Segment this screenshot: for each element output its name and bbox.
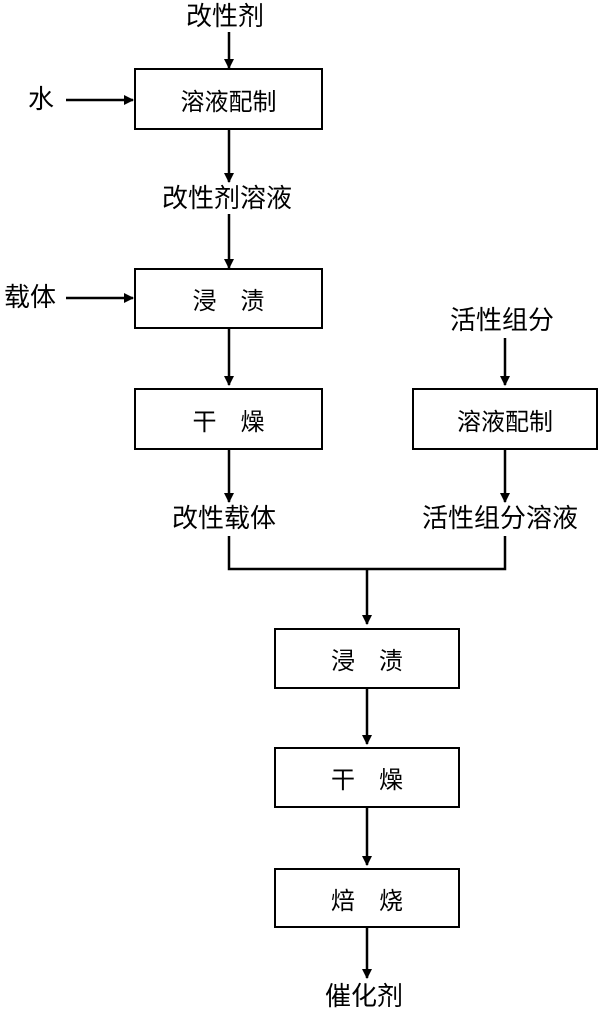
- label-catalyst: 催化剂: [325, 982, 403, 1012]
- box-solution-prep-2: 溶液配制: [412, 388, 598, 450]
- label-modifier: 改性剂: [186, 2, 264, 32]
- label-modified-carrier: 改性载体: [172, 504, 276, 534]
- box-drying-1: 干 燥: [134, 388, 323, 450]
- label-active-component-solution: 活性组分溶液: [422, 504, 578, 534]
- label-active-component: 活性组分: [450, 306, 554, 336]
- merge-connector: [229, 536, 505, 569]
- box-drying-2-label: 干 燥: [331, 760, 403, 795]
- box-drying-2: 干 燥: [274, 747, 460, 808]
- box-calcination: 焙 烧: [274, 868, 460, 928]
- box-calcination-label: 焙 烧: [331, 881, 403, 916]
- label-modifier-solution: 改性剂溶液: [162, 184, 292, 214]
- box-impregnation-1-label: 浸 渍: [193, 281, 265, 316]
- box-solution-prep-1-label: 溶液配制: [181, 82, 277, 117]
- box-impregnation-1: 浸 渍: [134, 268, 323, 329]
- box-solution-prep-2-label: 溶液配制: [457, 402, 553, 437]
- box-impregnation-2-label: 浸 渍: [331, 641, 403, 676]
- box-impregnation-2: 浸 渍: [274, 628, 460, 689]
- box-solution-prep-1: 溶液配制: [134, 68, 323, 130]
- box-drying-1-label: 干 燥: [193, 402, 265, 437]
- label-carrier: 载体: [4, 283, 56, 313]
- label-water: 水: [28, 85, 54, 115]
